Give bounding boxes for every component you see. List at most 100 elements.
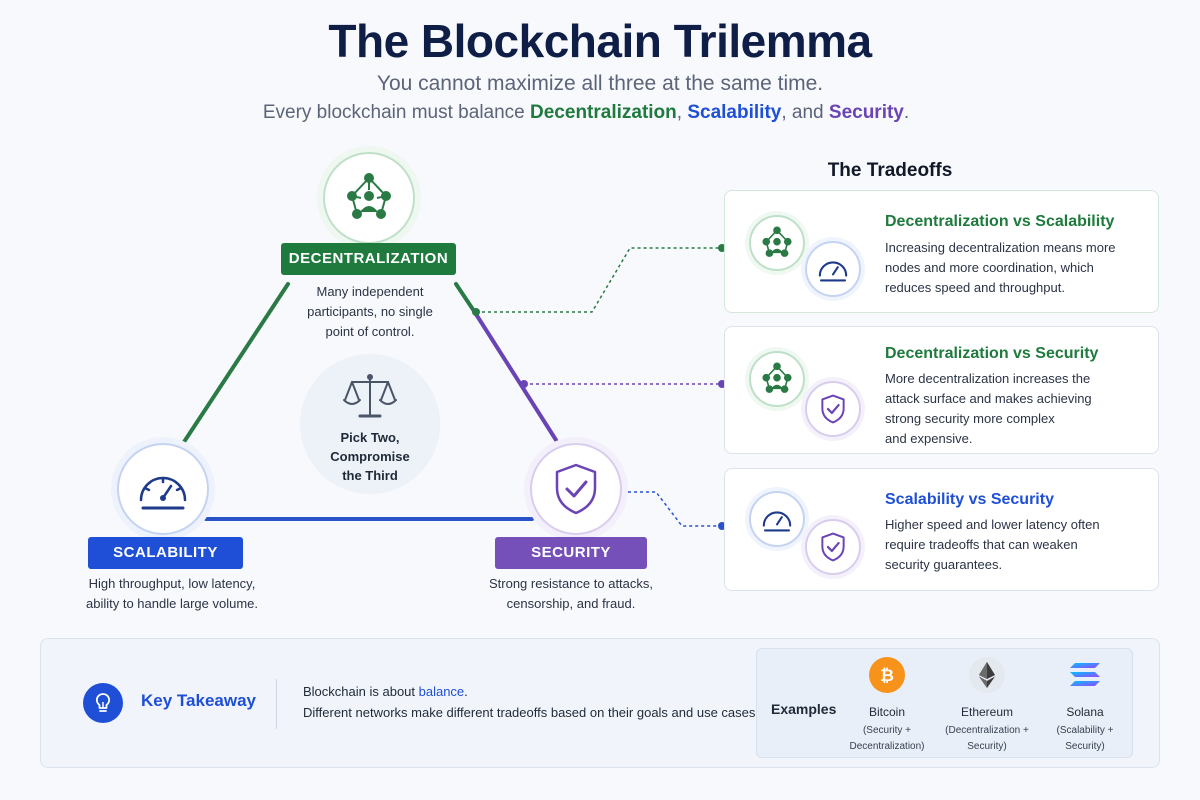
tradeoff-card-line: Higher speed and lower latency often <box>885 517 1100 532</box>
connector-card-1 <box>476 247 722 313</box>
tradeoff-card-body: Increasing decentralization means more n… <box>885 238 1150 298</box>
tradeoff-card-line: nodes and more coordination, which <box>885 260 1094 275</box>
tradeoff-card-title: Decentralization vs Security <box>885 345 1099 362</box>
tradeoff-card-line: Increasing decentralization means more <box>885 240 1116 255</box>
tradeoff-card-line: More decentralization increases the <box>885 371 1091 386</box>
mini-security-node <box>805 519 861 575</box>
tradeoff-card-decentralization-scalability: Decentralization vs Scalability Increasi… <box>724 190 1159 313</box>
tradeoff-card-line: attack surface and makes achieving <box>885 391 1092 406</box>
tradeoff-card-line: require tradeoffs that can weaken <box>885 537 1078 552</box>
lead-decentralization: Decentralization <box>530 102 677 123</box>
shield-check-icon <box>555 463 597 515</box>
ethereum-icon <box>969 657 1005 693</box>
edge-decentralization-security-top <box>454 282 476 313</box>
takeaway-end: . <box>464 684 468 699</box>
tradeoff-card-line: reduces speed and throughput. <box>885 280 1065 295</box>
example-sub-line: (Scalability + <box>1056 725 1114 736</box>
mini-decentralization-node <box>749 215 805 271</box>
network-person-icon <box>762 362 792 393</box>
speedometer-icon <box>818 261 848 282</box>
scalability-desc: High throughput, low latency, ability to… <box>52 574 292 614</box>
takeaway-highlight: balance <box>418 684 465 699</box>
example-sub-line: Security) <box>1065 741 1105 752</box>
shield-check-icon <box>821 532 845 562</box>
lead-end: . <box>903 102 910 123</box>
example-sub-line: (Security + <box>862 725 912 736</box>
scalability-label: SCALABILITY <box>88 537 243 569</box>
edge-decentralization-scalability <box>178 282 290 450</box>
lightbulb-icon <box>83 683 123 723</box>
mini-scalability-node <box>749 491 805 547</box>
center-text: Pick Two, Compromise the Third <box>300 428 440 485</box>
takeaway-prefix: Blockchain is about <box>303 684 419 699</box>
scalability-desc-line: High throughput, low latency, <box>88 576 256 591</box>
takeaway-line-2: Different networks make different tradeo… <box>303 705 759 720</box>
edge-decentralization-security <box>472 309 558 442</box>
example-bitcoin: ₿ Bitcoin (Security + Decentralization) <box>837 657 937 755</box>
security-node <box>530 443 622 535</box>
connector-card-3 <box>622 491 722 527</box>
tradeoff-card-line: security guarantees. <box>885 557 1003 572</box>
decentralization-desc-line: point of control. <box>325 324 415 339</box>
example-name: Solana <box>1066 705 1104 719</box>
speedometer-icon <box>762 511 792 532</box>
security-desc: Strong resistance to attacks, censorship… <box>466 574 676 614</box>
tradeoff-card-title: Decentralization vs Scalability <box>885 213 1115 230</box>
page-title: The Blockchain Trilemma <box>328 15 872 67</box>
example-name: Ethereum <box>960 705 1014 719</box>
connector-dot <box>520 380 528 388</box>
security-label: SECURITY <box>495 537 647 569</box>
lead-comma: , <box>676 102 688 123</box>
scalability-desc-line: ability to handle large volume. <box>86 596 258 611</box>
example-sub: (Decentralization + Security) <box>937 723 1037 755</box>
security-desc-line: Strong resistance to attacks, <box>488 576 654 591</box>
tradeoff-card-scalability-security: Scalability vs Security Higher speed and… <box>724 468 1159 591</box>
tradeoff-card-decentralization-security: Decentralization vs Security More decent… <box>724 326 1159 454</box>
lead-prefix: Every blockchain must balance <box>262 102 531 123</box>
examples-box: Examples ₿ Bitcoin (Security + Decentral… <box>756 648 1133 758</box>
center-line: Compromise <box>330 449 410 464</box>
network-person-icon <box>347 173 391 219</box>
decentralization-desc: Many independent participants, no single… <box>288 282 452 342</box>
tradeoff-card-line: strong security more complex <box>885 411 1055 426</box>
example-sub-line: Security) <box>967 741 1007 752</box>
example-ethereum: Ethereum (Decentralization + Security) <box>937 657 1037 755</box>
decentralization-node <box>323 152 415 244</box>
tradeoff-card-body: More decentralization increases the atta… <box>885 369 1150 449</box>
key-takeaway-label: Key Takeaway <box>141 691 256 710</box>
lead-text: Every blockchain must balance Decentrali… <box>0 102 1172 124</box>
divider <box>276 679 277 729</box>
network-person-icon <box>762 226 792 257</box>
page-subtitle: You cannot maximize all three at the sam… <box>376 72 824 95</box>
center-line: the Third <box>342 468 398 483</box>
mini-security-node <box>805 381 861 437</box>
shield-check-icon <box>821 394 845 424</box>
bitcoin-icon: ₿ <box>869 657 905 693</box>
connector-dot <box>472 308 480 316</box>
example-name: Bitcoin <box>868 705 906 719</box>
tradeoffs-title: The Tradeoffs <box>827 160 953 181</box>
decentralization-desc-line: participants, no single <box>307 304 433 319</box>
tradeoff-card-body: Higher speed and lower latency often req… <box>885 515 1150 575</box>
center-line: Pick Two, <box>340 430 400 445</box>
decentralization-label: DECENTRALIZATION <box>281 243 456 275</box>
example-sub: (Security + Decentralization) <box>837 723 937 755</box>
example-sub: (Scalability + Security) <box>1035 723 1135 755</box>
tradeoff-card-line: and expensive. <box>885 431 973 446</box>
tradeoff-card-title: Scalability vs Security <box>885 491 1054 508</box>
solana-icon <box>1067 657 1103 693</box>
examples-label: Examples <box>771 701 837 717</box>
speedometer-icon <box>139 476 187 510</box>
takeaway-line-1: Blockchain is about balance. <box>303 684 468 699</box>
decentralization-desc-line: Many independent <box>316 284 424 299</box>
security-desc-line: censorship, and fraud. <box>506 596 636 611</box>
lead-security: Security <box>828 102 904 123</box>
scalability-node <box>117 443 209 535</box>
example-sub-line: (Decentralization + <box>945 725 1029 736</box>
lead-and: , and <box>781 102 829 123</box>
balance-scale-icon <box>343 374 397 418</box>
mini-decentralization-node <box>749 351 805 407</box>
center-circle: Pick Two, Compromise the Third <box>300 354 440 494</box>
svg-text:₿: ₿ <box>880 666 894 686</box>
